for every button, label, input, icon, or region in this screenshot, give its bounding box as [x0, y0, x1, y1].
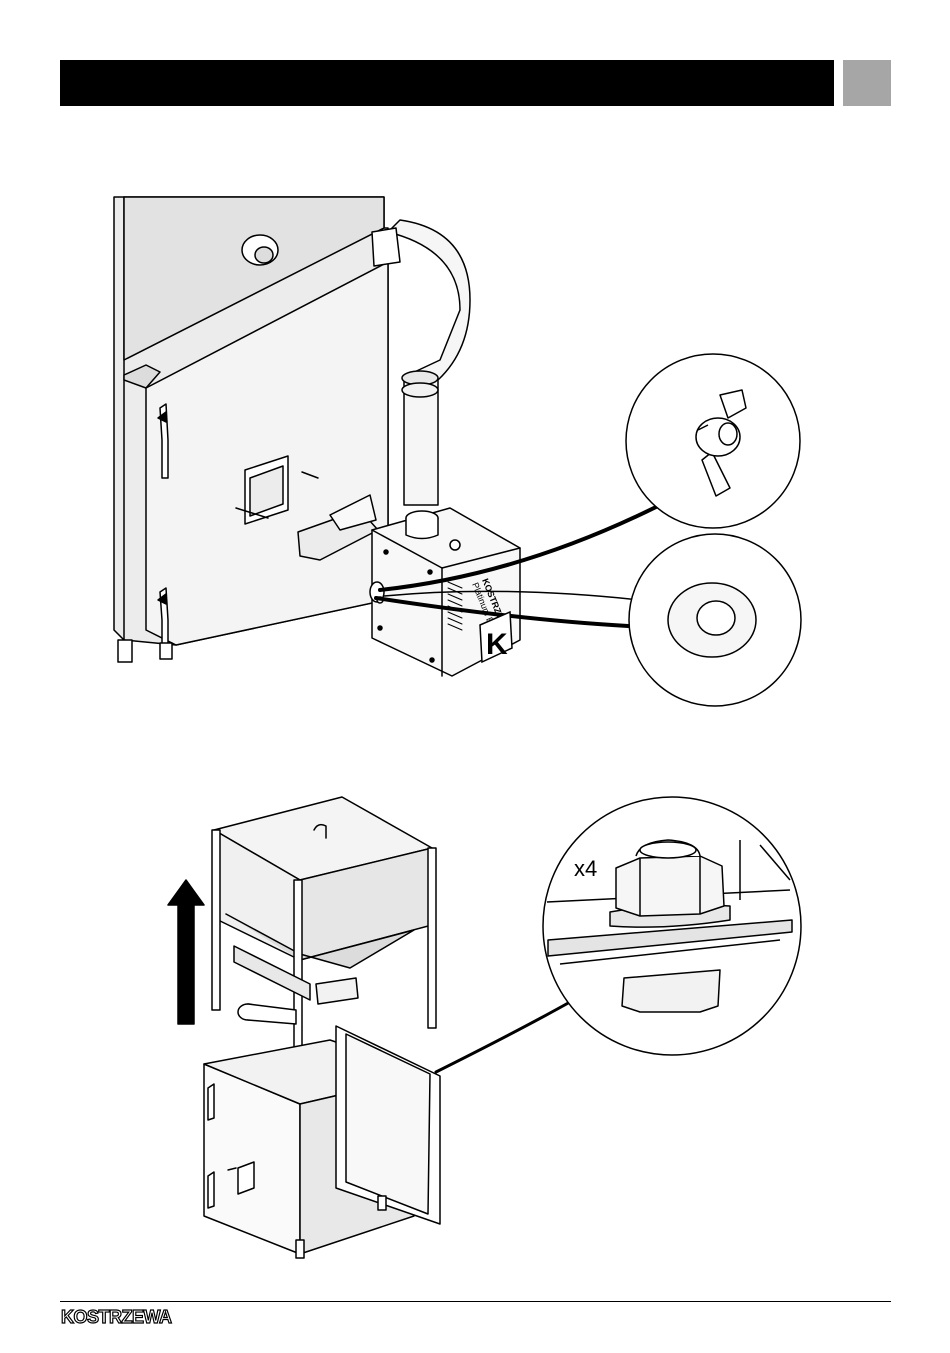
svg-text:K: K — [486, 628, 508, 661]
svg-text:KOSTRZEWA: KOSTRZEWA — [61, 1307, 172, 1327]
footer-rule — [60, 1301, 891, 1302]
washer-callout — [629, 534, 801, 706]
lift-arrow-icon — [168, 880, 204, 1024]
hopper-assembly — [168, 797, 570, 1258]
nut-callout: x4 — [543, 797, 801, 1055]
kostrzewa-logo: KOSTRZEWA — [60, 1307, 200, 1327]
wing-nut-callout — [626, 354, 800, 528]
nut-quantity-label: x4 — [574, 856, 597, 881]
